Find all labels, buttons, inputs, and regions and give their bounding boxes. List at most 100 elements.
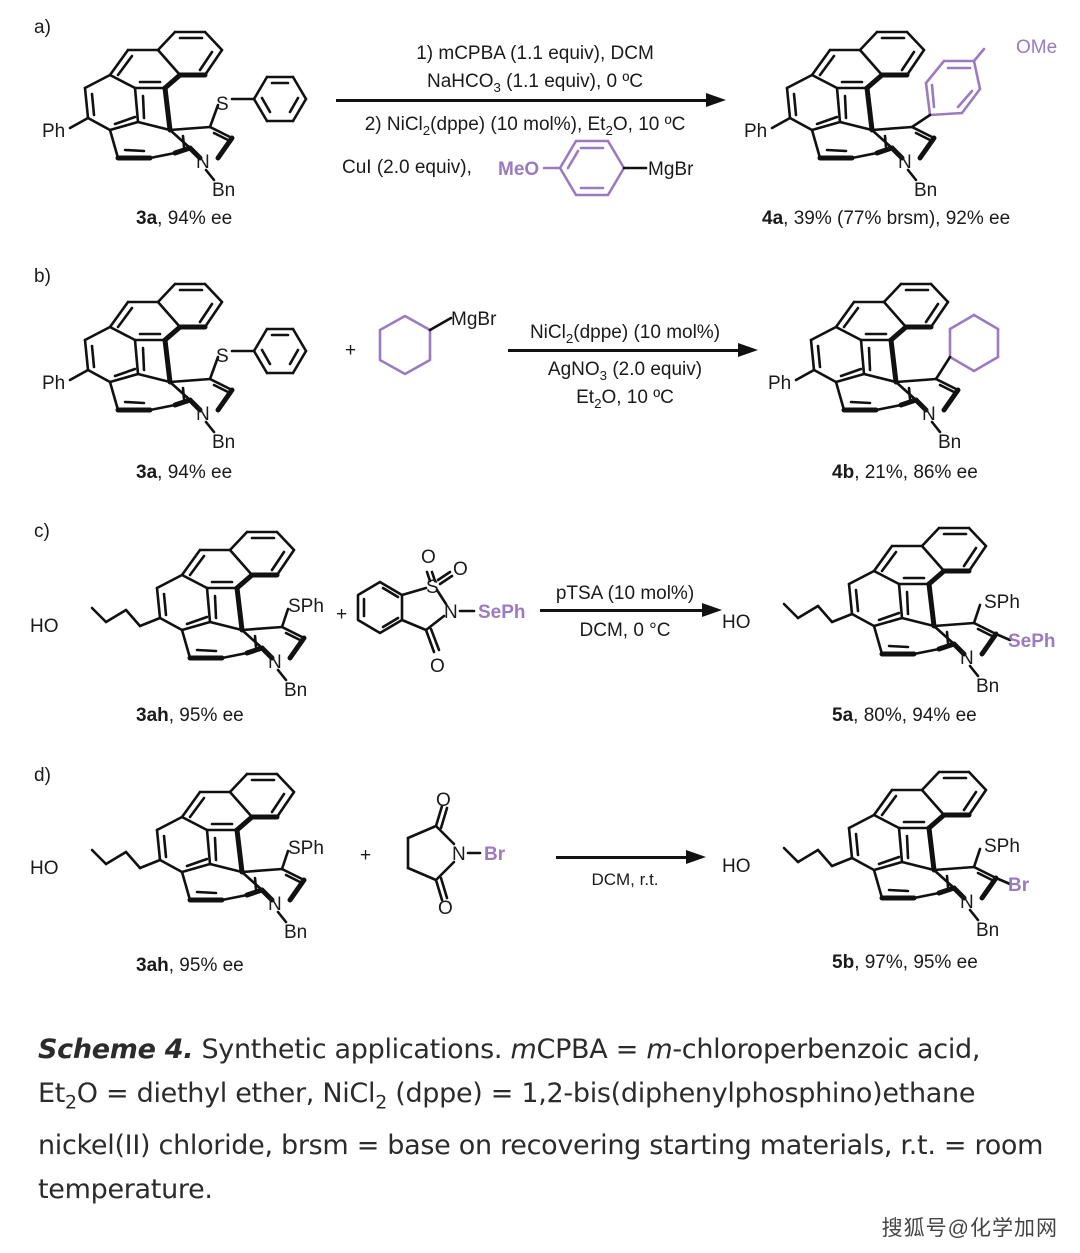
phenyl-bond (252, 349, 269, 375)
anisyl-bond (930, 83, 936, 109)
skeleton-bond (882, 300, 908, 329)
skeleton-bond (792, 92, 798, 117)
compound-label-3ah-c: 3ah, 95% ee (136, 705, 244, 726)
skeleton-bond (234, 814, 255, 833)
condition-b-line3: Et2O, 10 ºC (576, 387, 674, 411)
skeleton-bond (926, 581, 937, 629)
ph-bond (68, 116, 90, 130)
cyclohexyl-bond (972, 313, 1000, 331)
skeleton-bond (270, 792, 286, 814)
svg-text:SPh: SPh (984, 836, 1020, 857)
skeleton-bond (818, 54, 836, 77)
skeleton-bond (936, 885, 957, 896)
svg-text:S: S (216, 346, 229, 367)
cyclohexyl-bond (972, 355, 1000, 373)
skeleton-bond (854, 832, 860, 857)
arrow-head-icon (686, 850, 706, 864)
skeleton-bond (887, 644, 910, 649)
skeleton-bond (90, 344, 96, 369)
phenyl-bond (291, 75, 308, 101)
skeleton-bond (867, 346, 872, 372)
reaction-arrow-a (336, 99, 710, 102)
skeleton-bond (972, 865, 998, 880)
skeleton-bond (275, 772, 296, 794)
skeleton-bond (859, 338, 866, 376)
skeleton-bond (839, 367, 863, 378)
skeleton-bond (133, 86, 140, 124)
panel-label-b: b) (34, 266, 51, 287)
c-s-bond (972, 603, 982, 625)
svg-text:SePh: SePh (1008, 631, 1056, 652)
skeleton-bond (905, 590, 910, 616)
skeleton-bond (932, 624, 956, 646)
skeleton-bond (872, 813, 901, 830)
skeleton-bond (880, 794, 898, 817)
skeleton-bond (220, 893, 249, 902)
svg-text:HO: HO (30, 616, 59, 637)
skeleton-bond (108, 372, 140, 384)
ph-bond (68, 368, 90, 382)
skeleton-bond (116, 306, 134, 329)
skeleton-bond (168, 380, 192, 402)
chain-bond (830, 612, 854, 624)
skeleton-bond (240, 625, 284, 632)
skeleton-bond (234, 585, 245, 633)
skeleton-bond (967, 526, 988, 548)
anisyl-bond (924, 59, 946, 85)
skeleton-bond (108, 128, 120, 160)
skeleton-bond (205, 586, 212, 624)
skeleton-bond (834, 325, 863, 342)
o-bond (972, 47, 986, 63)
svg-text:SPh: SPh (288, 838, 324, 859)
skeleton-bond (108, 48, 130, 77)
chain-bond (816, 848, 834, 868)
svg-text:Bn: Bn (212, 180, 235, 201)
skeleton-bond (156, 300, 182, 329)
phenyl-bond (288, 348, 300, 366)
compound-label-4b: 4b, 21%, 86% ee (832, 462, 978, 483)
plus-sign-b: + (345, 340, 357, 361)
skeleton-bond (924, 302, 940, 324)
compound-label-3a-b: 3a, 94% ee (136, 462, 233, 483)
skeleton-bond (287, 877, 307, 903)
watermark: 搜狐号@化学加网 (881, 1217, 1058, 1240)
skeleton-bond (212, 383, 230, 394)
skeleton-bond (116, 54, 134, 77)
skeleton-bond (872, 624, 884, 656)
svg-text:N: N (196, 152, 210, 173)
plus-sign-d: + (360, 845, 372, 866)
caption-scheme-number: Scheme 4. (38, 1034, 194, 1065)
c-s-bond (280, 849, 290, 871)
skeleton-bond (228, 772, 249, 794)
skeleton-bond (920, 526, 941, 548)
skeleton-bond (280, 867, 306, 882)
skeleton-bond (287, 635, 307, 661)
skeleton-bond (213, 836, 218, 862)
skeleton-bond (834, 300, 856, 329)
skeleton-bond (843, 94, 848, 120)
skeleton-bond (208, 620, 244, 632)
product-5b-structure: HO SPh Br N Bn (722, 770, 1030, 941)
skeleton-bond (929, 282, 950, 304)
skeleton-bond (155, 828, 162, 862)
skeleton-bond (850, 856, 876, 872)
chain-bond (138, 616, 162, 628)
skeleton-bond (195, 890, 218, 895)
skeleton-bond (934, 377, 960, 392)
skeleton-bond (872, 569, 901, 586)
skeleton-bond (858, 48, 884, 77)
phenyl-bond (260, 348, 272, 366)
skeleton-bond (976, 627, 994, 638)
skeleton-bond (113, 115, 137, 126)
skeleton-bond (900, 860, 936, 872)
skeleton-bond (185, 857, 209, 868)
skeleton-bond (270, 550, 286, 572)
skeleton-bond (894, 380, 918, 402)
reactant-3ah-structure-c: HO SPh N Bn (30, 530, 324, 701)
skeleton-bond (133, 338, 140, 376)
skeleton-bond (872, 616, 904, 628)
skeleton-bond (180, 548, 202, 577)
skeleton-bond (864, 85, 875, 133)
skeleton-bond (228, 790, 254, 819)
skeleton-bond (162, 324, 183, 343)
